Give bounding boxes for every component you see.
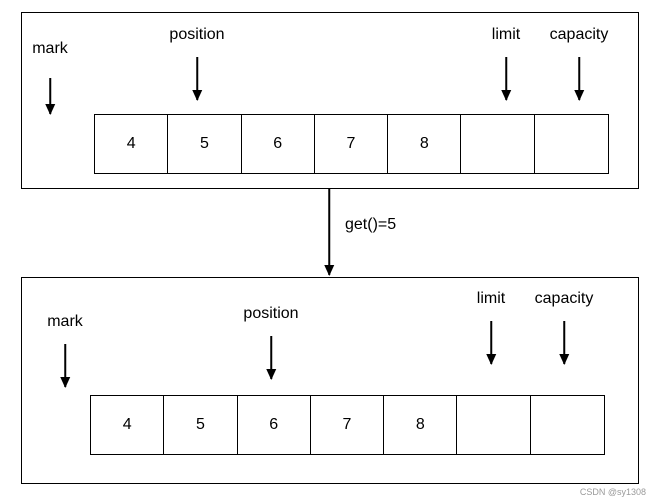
buffer-cell: 6 bbox=[242, 115, 315, 173]
operation-label: get()=5 bbox=[345, 216, 397, 233]
mark-pointer-label: mark bbox=[47, 313, 83, 330]
limit-pointer-label: limit bbox=[476, 290, 506, 307]
buffer-cell: 8 bbox=[384, 396, 458, 454]
buffer-cell: 8 bbox=[388, 115, 462, 173]
buffer-cell bbox=[457, 396, 531, 454]
buffer-cells-before: 4 5 6 7 8 bbox=[94, 114, 609, 174]
buffer-cell bbox=[535, 115, 608, 173]
capacity-pointer-label: capacity bbox=[534, 290, 594, 307]
watermark: CSDN @sy1308 bbox=[579, 487, 646, 497]
mark-pointer-arrow-icon bbox=[64, 344, 66, 387]
transition-arrow-icon bbox=[328, 189, 330, 275]
capacity-pointer-arrow-icon bbox=[563, 321, 565, 364]
buffer-cell: 4 bbox=[91, 396, 165, 454]
mark-pointer-arrow-icon bbox=[49, 78, 51, 114]
capacity-pointer-arrow-icon bbox=[578, 57, 580, 100]
buffer-cells-after: 4 5 6 7 8 bbox=[90, 395, 605, 455]
position-pointer-arrow-icon bbox=[270, 336, 272, 379]
buffer-cell: 5 bbox=[164, 396, 238, 454]
capacity-pointer-label: capacity bbox=[549, 26, 609, 43]
limit-pointer-label: limit bbox=[491, 26, 521, 43]
position-pointer-arrow-icon bbox=[196, 57, 198, 100]
buffer-cell: 5 bbox=[168, 115, 242, 173]
limit-pointer-arrow-icon bbox=[490, 321, 492, 364]
position-pointer-label: position bbox=[169, 26, 225, 43]
buffer-state-after bbox=[21, 277, 639, 484]
buffer-cell: 4 bbox=[95, 115, 169, 173]
buffer-state-before bbox=[21, 12, 639, 189]
buffer-cell: 7 bbox=[315, 115, 389, 173]
buffer-cell: 7 bbox=[311, 396, 385, 454]
buffer-cell bbox=[531, 396, 604, 454]
mark-pointer-label: mark bbox=[32, 40, 68, 57]
position-pointer-label: position bbox=[243, 305, 299, 322]
buffer-cell bbox=[461, 115, 535, 173]
buffer-cell: 6 bbox=[238, 396, 311, 454]
limit-pointer-arrow-icon bbox=[505, 57, 507, 100]
